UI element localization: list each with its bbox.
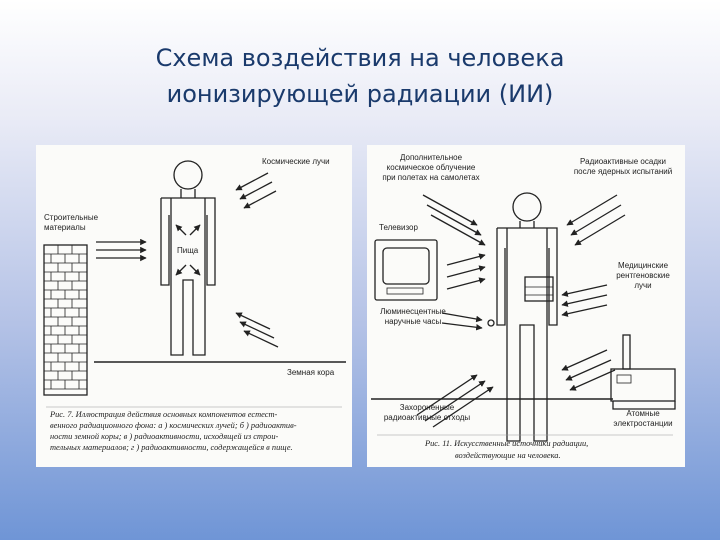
earth-crust-arrows xyxy=(235,312,279,348)
waste-arrows xyxy=(416,374,494,428)
natural-radiation-diagram xyxy=(43,160,346,408)
human-figure-icon xyxy=(487,192,558,442)
caption-right-line-2: воздействующие на человека. xyxy=(455,451,561,460)
label-npp-2: электростанции xyxy=(613,419,673,428)
title-line-2: ионизирующей радиации (ИИ) xyxy=(166,80,554,108)
label-flight-cosmic-1: Дополнительное xyxy=(399,153,463,162)
caption-left-line-1: Рис. 7. Иллюстрация действия основных ко… xyxy=(50,410,278,419)
medical-xray-arrows xyxy=(561,284,608,317)
cosmic-rays-arrows xyxy=(235,172,277,209)
label-waste-1: Захороненные xyxy=(399,403,455,412)
artificial-radiation-diagram xyxy=(371,192,676,442)
label-fallout-1: Радиоактивные осадки xyxy=(580,157,666,166)
label-flight-cosmic-3: при полетах на самолетах xyxy=(382,173,480,182)
nuclear-plant-icon xyxy=(610,334,676,410)
label-building-materials-2: материалы xyxy=(44,223,86,232)
label-watch-2: наручные часы xyxy=(384,317,442,326)
building-materials-arrows xyxy=(96,238,147,262)
label-npp-1: Атомные xyxy=(626,409,660,418)
watch-arrows xyxy=(441,312,483,331)
natural-radiation-figure: Космические лучи Строительные материалы … xyxy=(36,145,352,467)
npp-arrows xyxy=(561,349,616,391)
food-arrows xyxy=(175,224,201,276)
label-medical-2: рентгеновские xyxy=(616,271,670,280)
label-earth-crust: Земная кора xyxy=(287,368,335,377)
slide-title: Схема воздействия на человека ионизирующ… xyxy=(0,40,720,112)
label-fallout-2: после ядерных испытаний xyxy=(573,167,673,176)
label-food: Пища xyxy=(177,246,199,255)
label-watch-1: Люминесцентные xyxy=(380,307,446,316)
human-figure-icon xyxy=(160,160,216,356)
label-cosmic-rays: Космические лучи xyxy=(262,157,330,166)
label-building-materials-1: Строительные xyxy=(44,213,99,222)
brick-wall-icon xyxy=(43,244,88,396)
caption-right-line-1: Рис. 11. Искусственные источники радиаци… xyxy=(425,439,589,448)
television-icon xyxy=(374,239,438,301)
caption-left-line-2: венного радиационного фона: а ) космичес… xyxy=(50,421,297,430)
label-medical-3: лучи xyxy=(634,281,652,290)
label-medical-1: Медицинские xyxy=(617,261,669,270)
fallout-arrows xyxy=(566,194,626,246)
label-waste-2: радиоактивные отходы xyxy=(383,413,471,422)
flight-cosmic-arrows xyxy=(422,194,486,246)
title-line-1: Схема воздействия на человека xyxy=(155,44,565,72)
tv-arrows xyxy=(446,253,486,290)
caption-left-line-4: тельных материалов; г ) радиоактивности,… xyxy=(50,443,293,452)
artificial-radiation-figure: Дополнительное космическое облучение при… xyxy=(367,145,685,467)
label-tv: Телевизор xyxy=(379,223,418,232)
label-flight-cosmic-2: космическое облучение xyxy=(386,163,476,172)
caption-left-line-3: ности земной коры; в ) радиоактивности, … xyxy=(50,432,279,441)
